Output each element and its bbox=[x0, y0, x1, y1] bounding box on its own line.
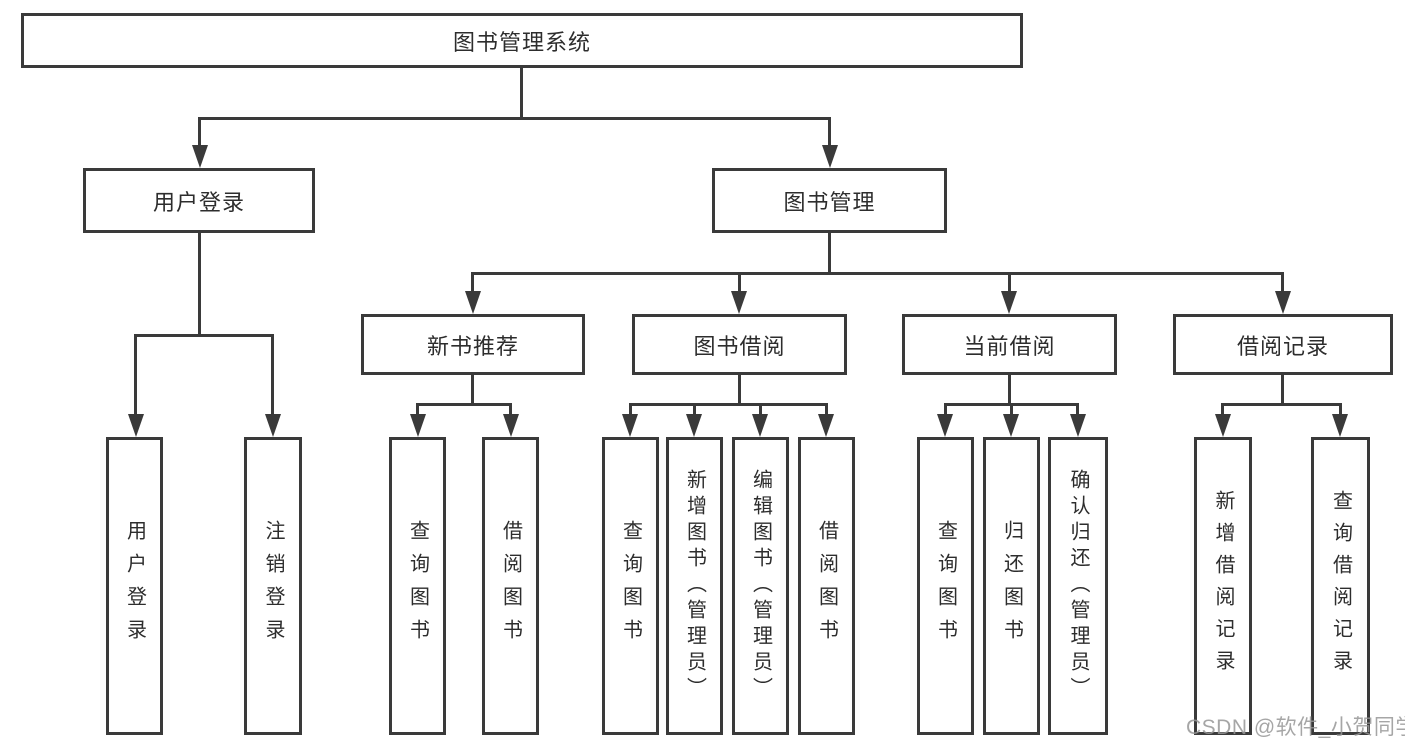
connector-line bbox=[1221, 403, 1224, 416]
node-label: 用户登录 bbox=[152, 189, 245, 215]
node-label: 用户登录 bbox=[123, 520, 146, 652]
connector-line bbox=[759, 403, 762, 416]
connector-line bbox=[738, 375, 741, 406]
connector-line bbox=[416, 403, 512, 406]
arrowhead-down-icon bbox=[818, 414, 834, 437]
connector-line bbox=[134, 334, 274, 337]
connector-line bbox=[1339, 403, 1342, 416]
node-label: 归还图书 bbox=[1000, 520, 1023, 652]
connector-line bbox=[738, 272, 741, 294]
node-label: 图书管理系统 bbox=[452, 29, 591, 55]
arrowhead-down-icon bbox=[1215, 414, 1231, 437]
arrowhead-down-icon bbox=[822, 145, 838, 168]
node-book-borrowing: 图书借阅 bbox=[632, 314, 847, 375]
connector-line bbox=[134, 334, 137, 416]
node-label: 查询图书 bbox=[619, 520, 642, 652]
connector-line bbox=[271, 334, 274, 416]
node-label: 编辑图书（管理员） bbox=[749, 469, 772, 703]
connector-line bbox=[1281, 375, 1284, 406]
arrowhead-down-icon bbox=[1003, 414, 1019, 437]
connector-line bbox=[472, 272, 1284, 275]
connector-line bbox=[198, 233, 201, 335]
node-label: 图书借阅 bbox=[693, 333, 786, 359]
node-label: 查询借阅记录 bbox=[1329, 490, 1352, 682]
connector-line bbox=[944, 403, 947, 416]
arrowhead-down-icon bbox=[265, 414, 281, 437]
node-label: 新增借阅记录 bbox=[1212, 490, 1234, 682]
node-current-borrowing: 当前借阅 bbox=[902, 314, 1117, 375]
arrowhead-down-icon bbox=[1001, 291, 1017, 314]
node-label: 注销登录 bbox=[262, 520, 284, 652]
node-cb-query-books: 查询图书 bbox=[917, 437, 974, 735]
node-root: 图书管理系统 bbox=[21, 13, 1023, 68]
connector-line bbox=[825, 403, 828, 416]
node-label: 新书推荐 bbox=[426, 333, 519, 359]
connector-line bbox=[1008, 375, 1011, 406]
node-book-management: 图书管理 bbox=[712, 168, 947, 233]
connector-line bbox=[198, 117, 831, 120]
node-label: 图书管理 bbox=[783, 189, 876, 215]
arrowhead-down-icon bbox=[1070, 414, 1086, 437]
connector-line bbox=[828, 233, 831, 275]
node-nb-query-books: 查询图书 bbox=[389, 437, 446, 735]
node-label: 新增图书（管理员） bbox=[683, 469, 706, 703]
arrowhead-down-icon bbox=[622, 414, 638, 437]
connector-line bbox=[629, 403, 632, 416]
connector-line bbox=[1281, 272, 1284, 294]
connector-line bbox=[693, 403, 696, 416]
arrowhead-down-icon bbox=[1332, 414, 1348, 437]
node-label: 当前借阅 bbox=[963, 333, 1056, 359]
arrowhead-down-icon bbox=[1275, 291, 1291, 314]
node-br-query-record: 查询借阅记录 bbox=[1311, 437, 1370, 735]
node-logout-action: 注销登录 bbox=[244, 437, 302, 735]
connector-line bbox=[198, 117, 201, 149]
connector-line bbox=[416, 403, 419, 416]
connector-line bbox=[828, 117, 831, 149]
node-nb-borrow-books: 借阅图书 bbox=[482, 437, 539, 735]
node-label: 借阅记录 bbox=[1236, 333, 1329, 359]
arrowhead-down-icon bbox=[731, 291, 747, 314]
node-label: 查询图书 bbox=[934, 520, 957, 652]
arrowhead-down-icon bbox=[503, 414, 519, 437]
arrowhead-down-icon bbox=[937, 414, 953, 437]
connector-line bbox=[1076, 403, 1079, 416]
arrowhead-down-icon bbox=[752, 414, 768, 437]
connector-line bbox=[471, 272, 474, 294]
node-br-add-record: 新增借阅记录 bbox=[1194, 437, 1252, 735]
connector-line bbox=[471, 375, 474, 406]
node-cb-return-books: 归还图书 bbox=[983, 437, 1040, 735]
node-bb-borrow-books: 借阅图书 bbox=[798, 437, 855, 735]
node-borrowing-records: 借阅记录 bbox=[1173, 314, 1393, 375]
node-cb-confirm-return-admin: 确认归还（管理员） bbox=[1048, 437, 1108, 735]
node-new-book-recommendation: 新书推荐 bbox=[361, 314, 585, 375]
connector-line bbox=[629, 403, 828, 406]
node-bb-query-books: 查询图书 bbox=[602, 437, 659, 735]
node-bb-edit-books-admin: 编辑图书（管理员） bbox=[732, 437, 789, 735]
node-label: 借阅图书 bbox=[499, 520, 522, 652]
node-label: 查询图书 bbox=[406, 520, 429, 652]
arrowhead-down-icon bbox=[465, 291, 481, 314]
node-label: 确认归还（管理员） bbox=[1067, 469, 1089, 703]
node-login-action: 用户登录 bbox=[106, 437, 163, 735]
csdn-watermark: CSDN @软件_小贺同学 bbox=[1186, 716, 1405, 739]
node-label: 借阅图书 bbox=[815, 520, 838, 652]
connector-line bbox=[509, 403, 512, 416]
arrowhead-down-icon bbox=[128, 414, 144, 437]
connector-line bbox=[1221, 403, 1341, 406]
node-bb-add-books-admin: 新增图书（管理员） bbox=[666, 437, 723, 735]
connector-line bbox=[1008, 272, 1011, 294]
connector-line bbox=[1010, 403, 1013, 416]
connector-line bbox=[520, 68, 523, 120]
arrowhead-down-icon bbox=[192, 145, 208, 168]
arrowhead-down-icon bbox=[410, 414, 426, 437]
node-user-login: 用户登录 bbox=[83, 168, 315, 233]
arrowhead-down-icon bbox=[686, 414, 702, 437]
